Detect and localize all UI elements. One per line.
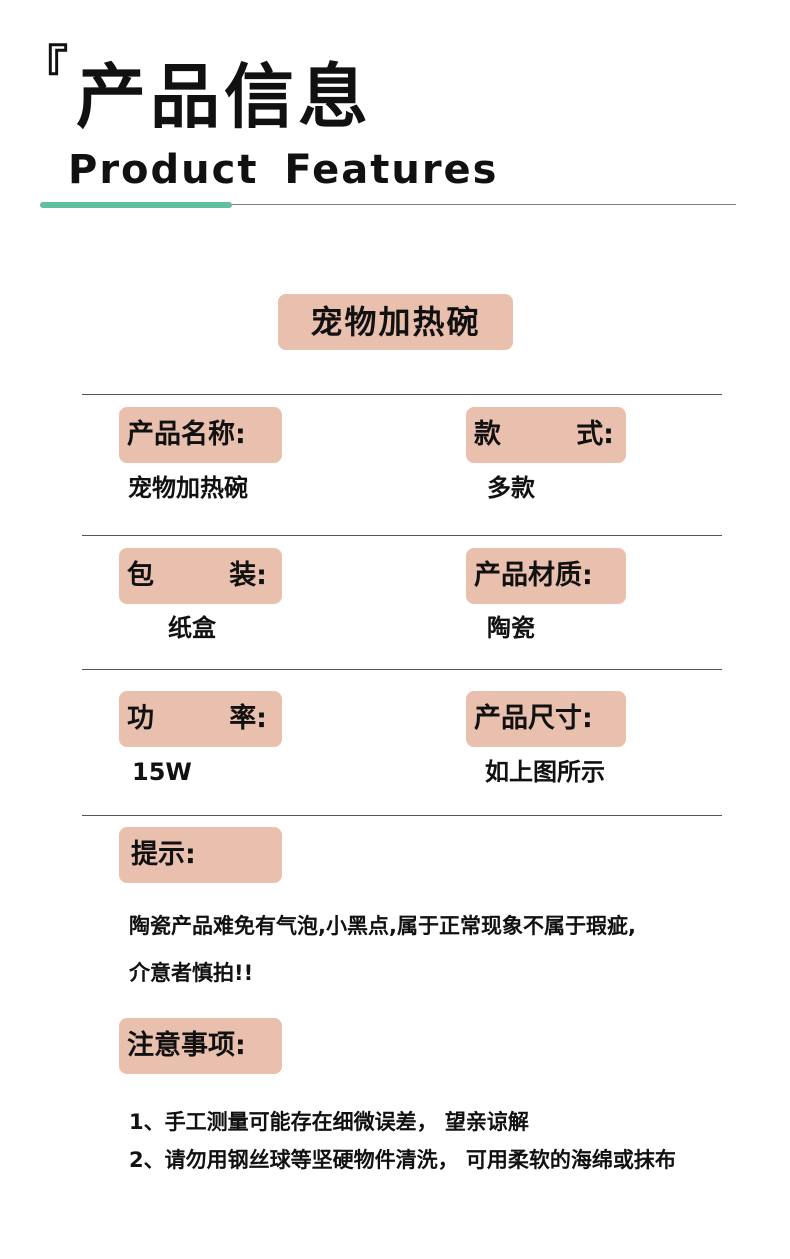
section-divider (82, 535, 722, 536)
notes-label: 注意事项: (119, 1018, 282, 1074)
power-value: 15W (132, 758, 192, 786)
notes-item-1: 1、手工测量可能存在细微误差， 望亲谅解 (129, 1110, 529, 1134)
package-label: 包 装: (119, 548, 282, 604)
package-label-char-2: 装: (229, 560, 267, 591)
tips-text-line-2: 介意者慎拍!! (129, 961, 254, 985)
power-label: 功 率: (119, 691, 282, 747)
header-accent-bar (40, 202, 232, 208)
product-name-value: 宠物加热碗 (128, 474, 248, 502)
section-divider (82, 394, 722, 395)
section-divider (82, 669, 722, 670)
size-value: 如上图所示 (485, 758, 605, 786)
material-value: 陶瓷 (487, 614, 535, 642)
power-label-char-2: 率: (229, 703, 267, 734)
package-label-char-1: 包 (127, 560, 154, 591)
package-value: 纸盒 (168, 614, 216, 642)
section-divider (82, 815, 722, 816)
material-label: 产品材质: (466, 548, 626, 604)
page-subtitle: Product Features (68, 147, 499, 193)
product-name-badge: 宠物加热碗 (278, 294, 513, 350)
tips-text-line-1: 陶瓷产品难免有气泡,小黑点,属于正常现象不属于瑕疵, (129, 914, 636, 938)
tips-label: 提示: (119, 827, 282, 883)
notes-item-2: 2、请勿用钢丝球等坚硬物件清洗， 可用柔软的海绵或抹布 (129, 1148, 676, 1172)
power-label-char-1: 功 (127, 703, 154, 734)
corner-bracket: 『 (22, 40, 68, 94)
product-name-label: 产品名称: (119, 407, 282, 463)
style-label-char-2: 式: (576, 419, 614, 450)
style-label: 款 式: (466, 407, 626, 463)
style-value: 多款 (487, 474, 535, 502)
header-divider (40, 204, 736, 205)
style-label-char-1: 款 (474, 419, 501, 450)
page-title: 产品信息 (76, 56, 372, 138)
size-label: 产品尺寸: (466, 691, 626, 747)
